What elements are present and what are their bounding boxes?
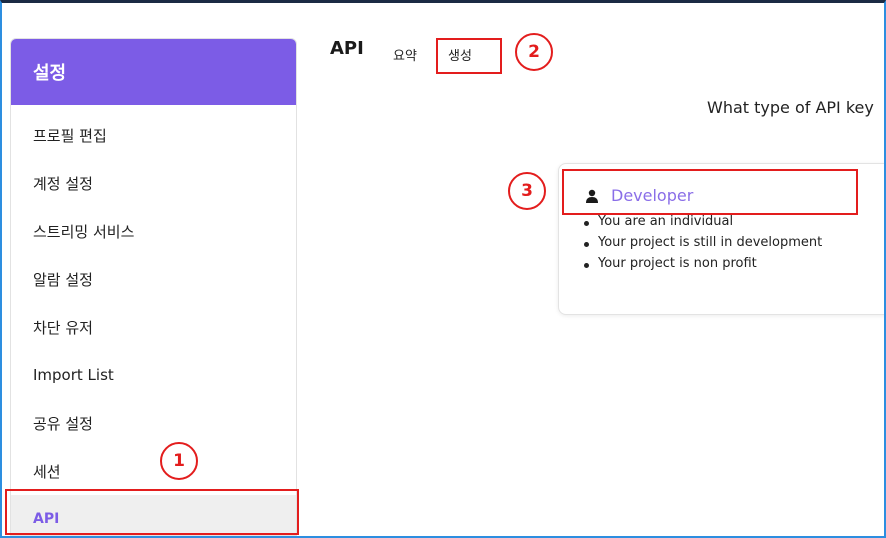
list-item: You are an individual (583, 214, 822, 235)
settings-sidebar: 설정 프로필 편집 계정 설정 스트리밍 서비스 알람 설정 차단 유저 Imp… (10, 38, 297, 536)
sidebar-item-edit-profile[interactable]: 프로필 편집 (33, 126, 107, 145)
tab-summary[interactable]: 요약 (393, 49, 417, 64)
step-badge-1: 1 (160, 442, 198, 480)
person-icon (586, 189, 598, 203)
developer-criteria-list: You are an individual Your project is st… (583, 214, 822, 277)
developer-key-card[interactable]: Developer You are an individual Your pro… (558, 163, 886, 315)
sidebar-item-blocked-users[interactable]: 차단 유저 (33, 318, 93, 337)
step-badge-2: 2 (515, 33, 553, 71)
developer-title[interactable]: Developer (611, 186, 694, 205)
annotation-box-api (5, 489, 299, 535)
annotation-box-developer (562, 169, 858, 215)
sidebar-item-notification-settings[interactable]: 알람 설정 (33, 270, 93, 289)
annotation-box-create-tab (436, 38, 502, 74)
sidebar-item-import-list[interactable]: Import List (33, 366, 114, 384)
tab-create[interactable]: 생성 (448, 49, 472, 64)
page-title: API (330, 38, 364, 59)
sidebar-item-sessions[interactable]: 세션 (33, 462, 61, 481)
window-top-accent (56, 0, 84, 3)
sidebar-menu: 프로필 편집 계정 설정 스트리밍 서비스 알람 설정 차단 유저 Import… (11, 111, 296, 535)
sidebar-item-streaming-services[interactable]: 스트리밍 서비스 (33, 222, 135, 241)
sidebar-item-api[interactable]: API (11, 495, 296, 535)
step-badge-3: 3 (508, 172, 546, 210)
list-item: Your project is non profit (583, 256, 822, 277)
sidebar-title: 설정 (11, 39, 296, 105)
developer-option[interactable]: Developer (585, 186, 693, 205)
sidebar-item-sharing-settings[interactable]: 공유 설정 (33, 414, 93, 433)
api-key-type-question: What type of API key (707, 98, 874, 117)
sidebar-item-account-settings[interactable]: 계정 설정 (33, 174, 93, 193)
list-item: Your project is still in development (583, 235, 822, 256)
